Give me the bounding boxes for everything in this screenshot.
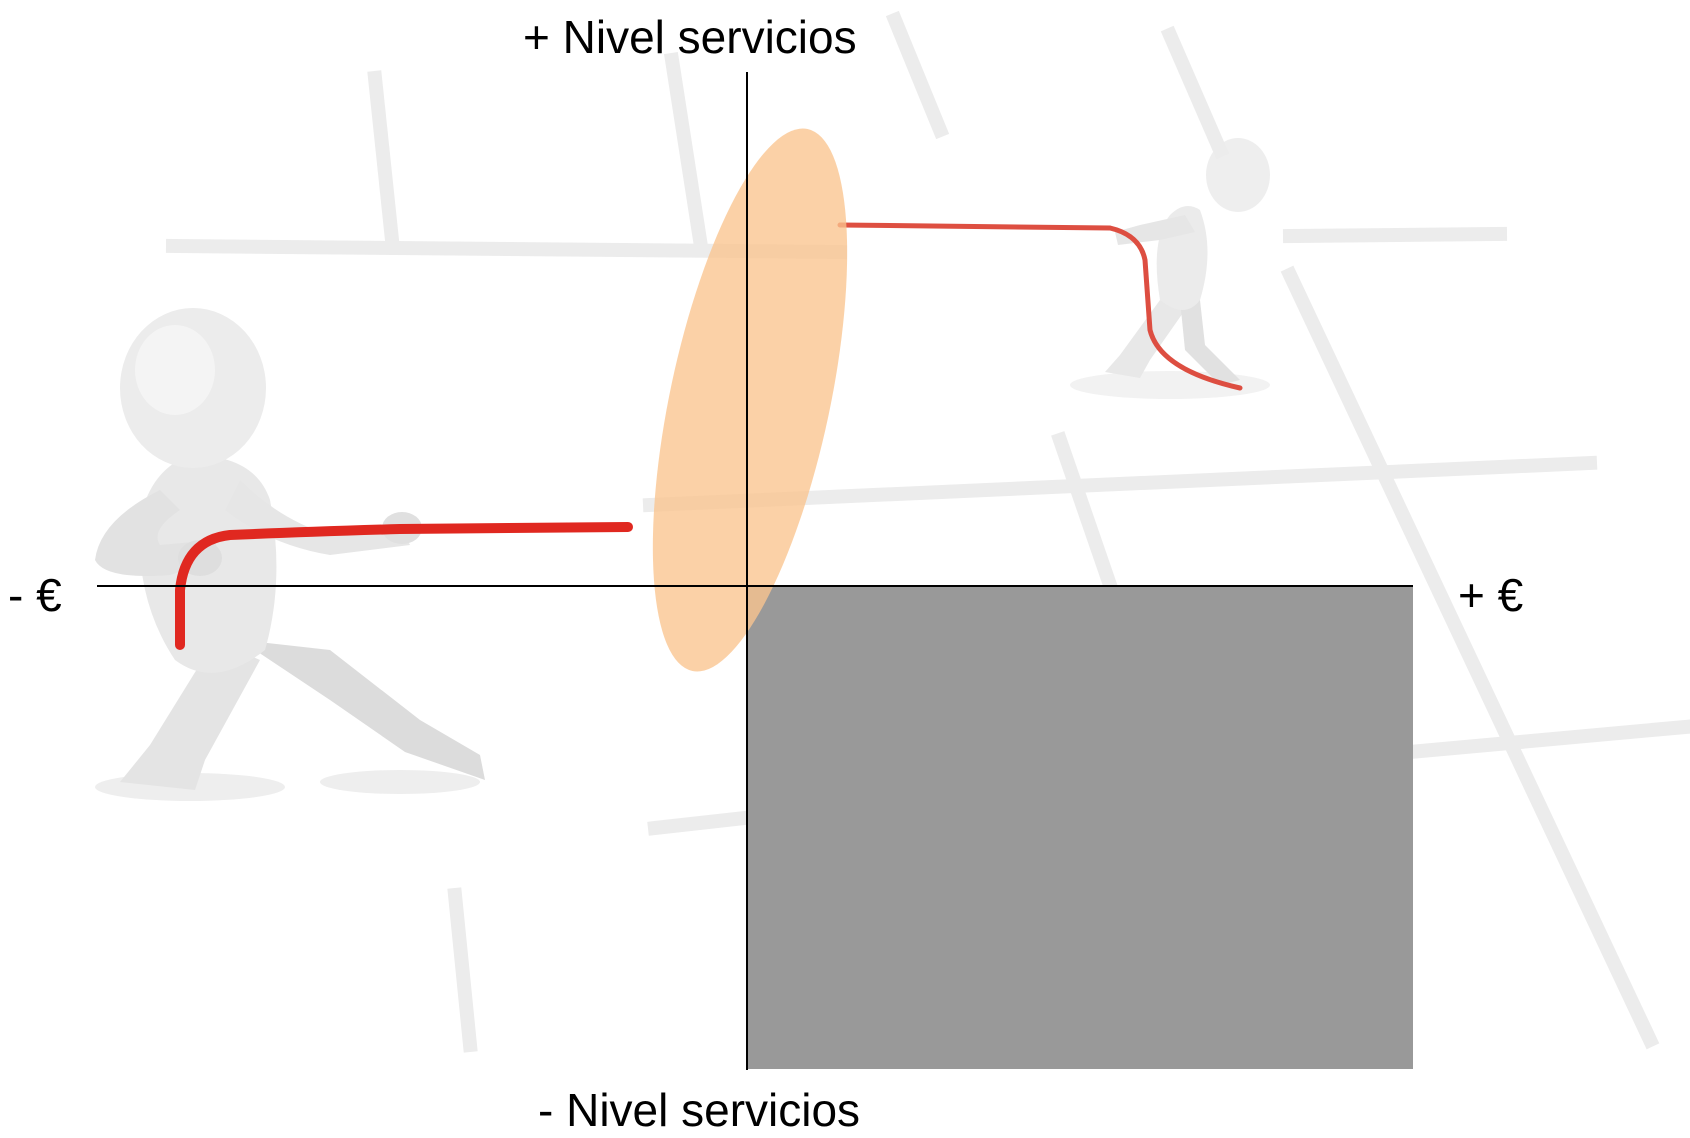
y-axis-positive-label: + Nivel servicios — [523, 14, 857, 60]
figure-pulling-right — [840, 138, 1270, 399]
shaded-quadrant — [747, 586, 1413, 1069]
y-axis-negative-label: - Nivel servicios — [538, 1087, 860, 1133]
x-axis-positive-label: + € — [1458, 572, 1523, 618]
figure-pulling-left — [95, 308, 628, 801]
x-axis-negative-label: - € — [8, 572, 62, 618]
